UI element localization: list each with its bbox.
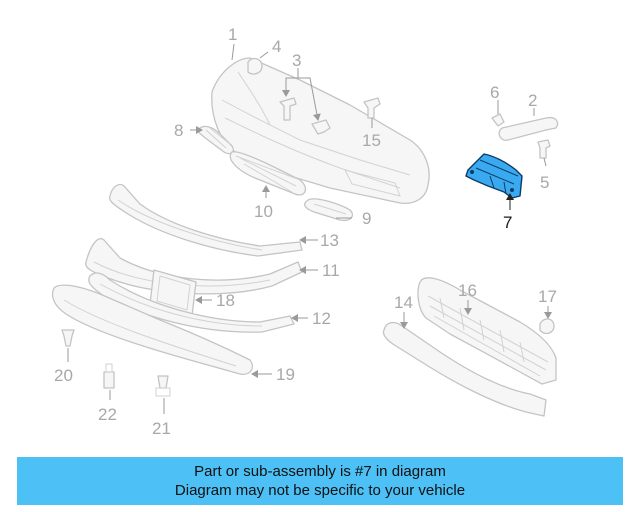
callout-4: 4 (272, 37, 281, 56)
leader-lines (67, 43, 552, 414)
upper-strip (108, 183, 303, 257)
fastener-5 (537, 139, 551, 159)
callout-9: 9 (362, 209, 371, 228)
callout-2: 2 (528, 91, 537, 110)
callout-10: 10 (254, 202, 273, 221)
fastener-21 (155, 375, 171, 397)
fastener-15 (363, 97, 381, 119)
callout-14: 14 (394, 293, 413, 312)
fog-grille-right (303, 198, 354, 222)
callout-11: 11 (322, 261, 340, 280)
callout-6: 6 (490, 83, 499, 102)
callout-7[interactable]: 7 (503, 213, 512, 232)
callout-5: 5 (540, 173, 549, 192)
callout-19: 19 (276, 365, 295, 384)
fastener-3b (311, 119, 331, 135)
callout-13: 13 (320, 231, 339, 250)
fastener-4 (247, 57, 263, 75)
callout-3: 3 (292, 51, 301, 70)
banner-line-1: Part or sub-assembly is #7 in diagram (194, 463, 446, 480)
callout-1: 1 (228, 25, 237, 44)
parts-diagram: 1 2 3 4 5 6 7 8 9 10 11 12 13 14 15 16 1… (51, 25, 559, 438)
callout-20: 20 (54, 366, 73, 385)
callout-18: 18 (216, 291, 235, 310)
callout-16: 16 (458, 281, 477, 300)
fastener-20 (61, 329, 75, 347)
callout-15: 15 (362, 131, 381, 150)
banner-line-2: Diagram may not be specific to your vehi… (174, 482, 466, 499)
side-bracket (498, 116, 559, 141)
lower-cover (51, 284, 254, 375)
callout-17: 17 (538, 287, 557, 306)
callout-8: 8 (174, 121, 183, 140)
fastener-6 (491, 113, 505, 127)
callout-22: 22 (98, 405, 117, 424)
callout-12: 12 (312, 309, 331, 328)
highlighted-part-7-bracket[interactable] (465, 153, 523, 199)
fastener-22 (103, 363, 115, 389)
callout-21: 21 (152, 419, 171, 438)
fastener-3a (279, 97, 297, 121)
info-banner: Part or sub-assembly is #7 in diagram Di… (17, 457, 623, 505)
fastener-17 (539, 318, 555, 335)
lower-grille (229, 151, 307, 196)
